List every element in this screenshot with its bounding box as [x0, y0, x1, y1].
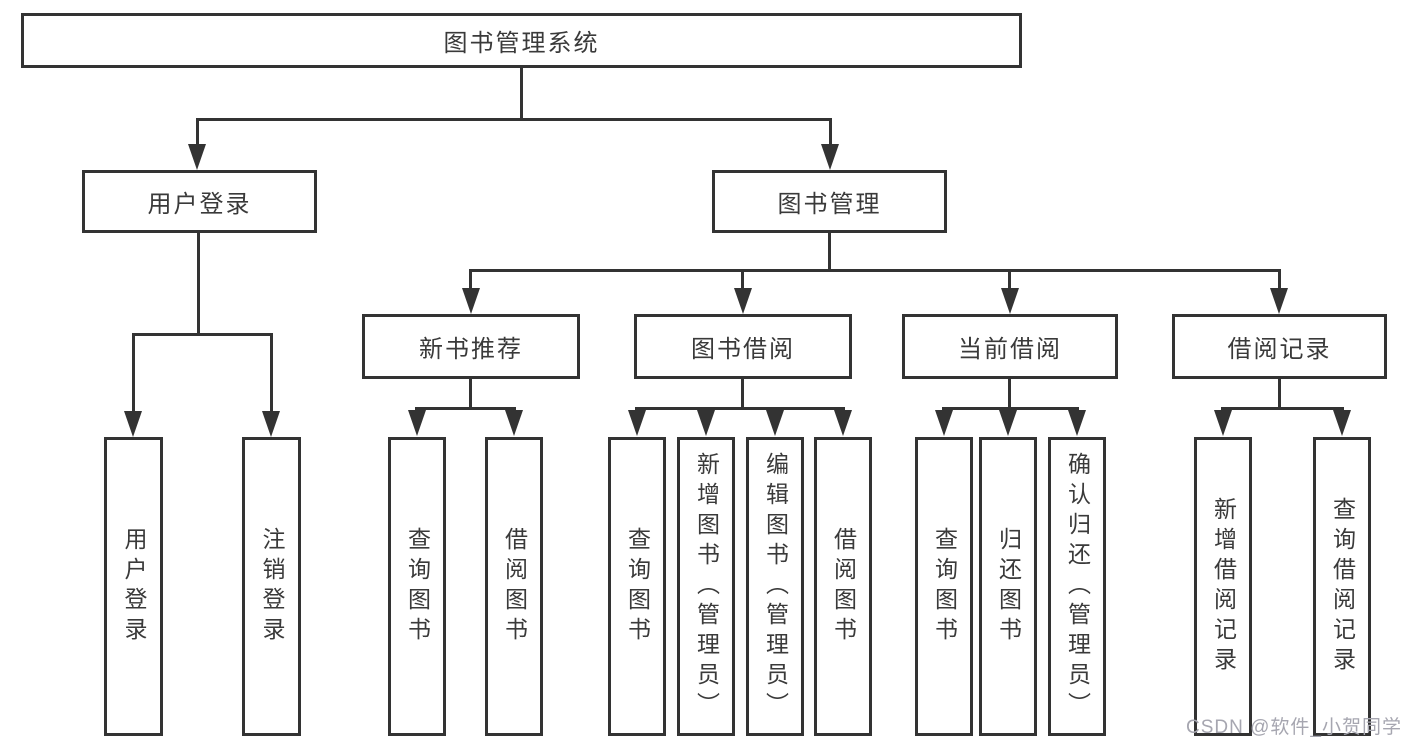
leaf-confirm-return-admin: 确认归还（管理员）: [1048, 437, 1106, 736]
leaf-query-books-borrow: 查询图书: [608, 437, 666, 736]
leaf-edit-books-admin: 编辑图书（管理员）: [746, 437, 804, 736]
arrow-down-icon: [999, 410, 1017, 436]
connector-line: [469, 269, 472, 290]
leaf-borrow-books-recommend-label: 借阅图书: [501, 526, 528, 647]
node-user-login-label: 用户登录: [147, 191, 252, 218]
connector-line: [469, 379, 472, 409]
node-root: 图书管理系统: [21, 13, 1022, 68]
arrow-down-icon: [262, 411, 280, 437]
connector-line: [132, 333, 135, 413]
connector-line: [828, 233, 831, 271]
node-user-login: 用户登录: [82, 170, 317, 233]
arrow-down-icon: [821, 144, 839, 170]
arrow-down-icon: [1001, 288, 1019, 314]
connector-line: [1008, 379, 1011, 409]
node-new-book-recommend-label: 新书推荐: [419, 336, 523, 363]
leaf-user-login: 用户登录: [104, 437, 163, 736]
leaf-add-books-admin-label: 新增图书（管理员）: [693, 451, 720, 722]
node-book-management: 图书管理: [712, 170, 947, 233]
leaf-query-books-recommend-label: 查询图书: [404, 526, 431, 647]
connector-line: [469, 269, 1281, 272]
connector-line: [942, 407, 1079, 410]
arrow-down-icon: [505, 410, 523, 436]
connector-line: [197, 233, 200, 335]
arrow-down-icon: [1068, 410, 1086, 436]
node-current-borrow-label: 当前借阅: [958, 336, 1062, 363]
leaf-query-books-borrow-label: 查询图书: [624, 526, 651, 647]
leaf-borrow-books-recommend: 借阅图书: [485, 437, 543, 736]
arrow-down-icon: [628, 410, 646, 436]
connector-line: [415, 407, 516, 410]
leaf-user-login-label: 用户登录: [121, 526, 147, 647]
connector-line: [132, 333, 273, 336]
connector-line: [270, 333, 273, 413]
connector-line: [1278, 379, 1281, 409]
arrow-down-icon: [697, 410, 715, 436]
leaf-query-books-current-label: 查询图书: [931, 526, 958, 647]
connector-line: [635, 407, 845, 410]
node-borrow-records: 借阅记录: [1172, 314, 1387, 379]
leaf-query-borrow-record-label: 查询借阅记录: [1329, 496, 1356, 677]
node-new-book-recommend: 新书推荐: [362, 314, 580, 379]
node-current-borrow: 当前借阅: [902, 314, 1118, 379]
node-book-management-label: 图书管理: [777, 191, 882, 218]
connector-line: [741, 269, 744, 290]
leaf-confirm-return-admin-label: 确认归还（管理员）: [1064, 451, 1091, 722]
connector-line: [1008, 269, 1011, 290]
leaf-query-borrow-record: 查询借阅记录: [1313, 437, 1371, 736]
node-root-label: 图书管理系统: [443, 30, 600, 57]
connector-line: [196, 118, 832, 121]
leaf-add-borrow-record: 新增借阅记录: [1194, 437, 1252, 736]
leaf-edit-books-admin-label: 编辑图书（管理员）: [762, 451, 789, 722]
arrow-down-icon: [408, 410, 426, 436]
leaf-borrow-books-borrow: 借阅图书: [814, 437, 872, 736]
leaf-query-books-recommend: 查询图书: [388, 437, 446, 736]
arrow-down-icon: [935, 410, 953, 436]
arrow-down-icon: [734, 288, 752, 314]
leaf-borrow-books-borrow-label: 借阅图书: [830, 526, 857, 647]
leaf-logout-login: 注销登录: [242, 437, 301, 736]
leaf-add-borrow-record-label: 新增借阅记录: [1210, 496, 1237, 677]
connector-line: [1221, 407, 1344, 410]
watermark: CSDN @软件_小贺同学: [1186, 717, 1402, 738]
connector-line: [196, 118, 199, 148]
arrow-down-icon: [1333, 410, 1351, 436]
node-borrow-records-label: 借阅记录: [1227, 336, 1332, 363]
arrow-down-icon: [462, 288, 480, 314]
arrow-down-icon: [1270, 288, 1288, 314]
leaf-return-books-label: 归还图书: [995, 526, 1022, 647]
leaf-query-books-current: 查询图书: [915, 437, 973, 736]
connector-line: [829, 118, 832, 148]
arrow-down-icon: [188, 144, 206, 170]
connector-line: [1278, 269, 1281, 290]
arrow-down-icon: [124, 411, 142, 437]
node-book-borrow: 图书借阅: [634, 314, 852, 379]
arrow-down-icon: [1214, 410, 1232, 436]
connector-line: [520, 68, 523, 119]
arrow-down-icon: [766, 410, 784, 436]
leaf-add-books-admin: 新增图书（管理员）: [677, 437, 735, 736]
node-book-borrow-label: 图书借阅: [691, 336, 795, 363]
leaf-logout-login-label: 注销登录: [259, 526, 285, 647]
leaf-return-books: 归还图书: [979, 437, 1037, 736]
connector-line: [741, 379, 744, 409]
arrow-down-icon: [834, 410, 852, 436]
